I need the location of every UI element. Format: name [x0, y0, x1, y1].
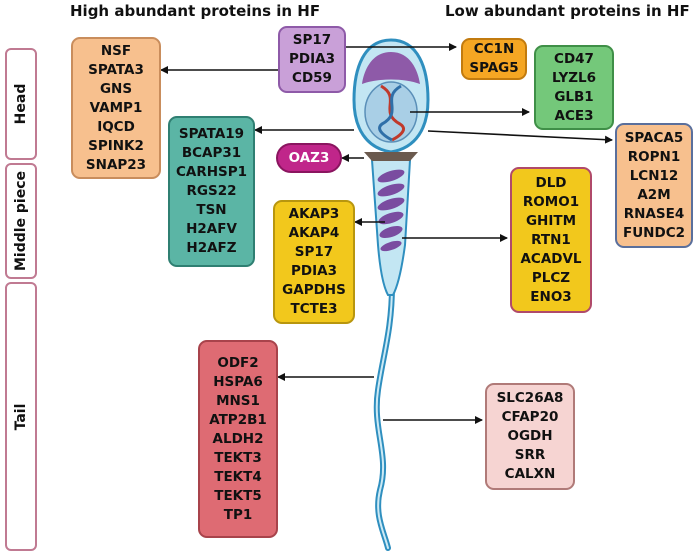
protein-label: CD47: [554, 50, 594, 67]
protein-label: TEKT5: [214, 487, 262, 504]
region-tail: Tail: [5, 282, 37, 551]
protein-label: H2AFZ: [186, 240, 237, 256]
protein-label: OAZ3: [288, 149, 330, 166]
protein-label: TEKT3: [214, 449, 262, 466]
protein-label: SRR: [514, 447, 546, 463]
protein-label: ROPN1: [627, 148, 681, 165]
protein-label: OGDH: [507, 428, 553, 444]
box-head-low-top: CC1N SPAG5: [461, 38, 527, 80]
region-middle-label: Middle piece: [13, 170, 29, 272]
protein-label: IQCD: [97, 118, 135, 135]
protein-label: ROMO1: [522, 193, 580, 210]
protein-label: CC1N: [473, 41, 515, 57]
protein-label: RGS22: [186, 183, 237, 199]
header-high-abundant: High abundant proteins in HF: [70, 2, 321, 20]
protein-label: ALDH2: [212, 430, 264, 447]
protein-label: SP17: [294, 244, 334, 260]
protein-label: PDIA3: [289, 51, 335, 67]
region-tail-label: Tail: [13, 403, 29, 430]
protein-label: PLCZ: [531, 269, 571, 286]
protein-label: ENO3: [530, 288, 572, 305]
protein-label: PDIA3: [291, 263, 337, 279]
protein-label: LCN12: [629, 167, 679, 184]
protein-label: A2M: [637, 186, 671, 203]
protein-label: CARHSP1: [175, 164, 248, 180]
protein-label: TCTE3: [290, 301, 338, 317]
protein-label: RTN1: [531, 231, 571, 248]
protein-label: SPACA5: [624, 129, 684, 146]
protein-label: TSN: [196, 202, 227, 218]
protein-label: SPINK2: [88, 137, 144, 154]
protein-label: BCAP31: [181, 145, 242, 161]
mitochondrial-sheath: [377, 169, 405, 252]
protein-label: HSPA6: [213, 373, 263, 390]
protein-label: H2AFV: [186, 221, 237, 237]
box-oaz3: OAZ3: [276, 143, 342, 173]
protein-label: CFAP20: [501, 409, 559, 425]
protein-label: AKAP3: [288, 206, 340, 222]
header-low-abundant: Low abundant proteins in HF: [445, 2, 690, 20]
dna-helix: [378, 84, 405, 142]
protein-label: RNASE4: [623, 205, 685, 222]
protein-label: TP1: [223, 506, 253, 523]
protein-label: DLD: [535, 174, 567, 191]
protein-label: SPATA3: [88, 61, 144, 78]
protein-label: ACE3: [554, 107, 594, 124]
protein-label: CD59: [292, 70, 332, 86]
protein-label: ODF2: [217, 354, 259, 371]
protein-label: CALXN: [504, 466, 556, 482]
protein-label: SPATA19: [178, 126, 245, 142]
protein-label: FUNDC2: [623, 224, 685, 241]
protein-label: LYZL6: [551, 69, 597, 86]
protein-label: GLB1: [554, 88, 594, 105]
protein-label: ACADVL: [520, 250, 582, 267]
protein-label: GHITM: [525, 212, 577, 229]
protein-label: VAMP1: [89, 99, 143, 116]
arrow-neck-to-spaca5: [427, 130, 613, 144]
protein-label: SNAP23: [85, 156, 147, 173]
protein-label: GAPDHS: [282, 282, 346, 298]
protein-label: MNS1: [216, 392, 260, 409]
centriole-cap: [364, 152, 418, 161]
protein-label: TEKT4: [214, 468, 262, 485]
region-head: Head: [5, 48, 37, 160]
protein-label: SLC26A8: [496, 390, 564, 406]
region-head-label: Head: [13, 83, 29, 125]
region-middle-piece: Middle piece: [5, 163, 37, 279]
protein-label: SPAG5: [469, 60, 519, 76]
acrosome: [362, 52, 420, 84]
protein-label: GNS: [99, 80, 133, 97]
protein-label: NSF: [100, 42, 132, 59]
protein-label: AKAP4: [288, 225, 340, 241]
protein-label: SP17: [292, 32, 332, 48]
protein-label: ATP2B1: [209, 411, 267, 428]
